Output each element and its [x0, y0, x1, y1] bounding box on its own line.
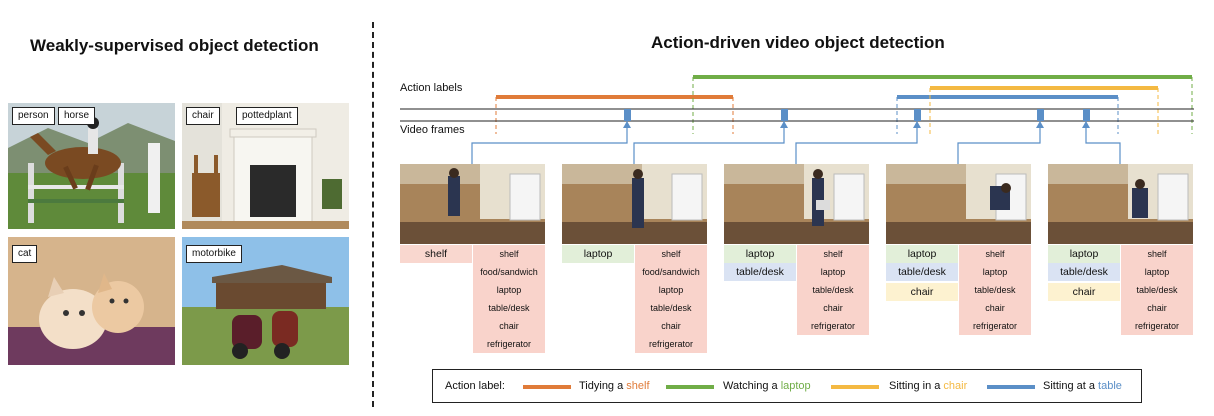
object-item: refrigerator [648, 339, 693, 349]
legend-item-tidying-shelf: Tidying a shelf [579, 380, 650, 392]
legend-object: table [1098, 380, 1122, 392]
right-panel-title: Action-driven video object detection [651, 33, 945, 52]
object-item: chair [661, 321, 681, 331]
label-motorbike: motorbike [186, 245, 242, 263]
frame-5-action-tag-chair: chair [1048, 283, 1120, 301]
frame-marker [1037, 109, 1044, 121]
frame-2-object-list: shelf food/sandwich laptop table/desk ch… [635, 245, 707, 353]
object-item: refrigerator [972, 321, 1017, 331]
frame-3-action-tag-table: table/desk [724, 263, 796, 281]
object-item: refrigerator [486, 339, 531, 349]
object-item: shelf [985, 249, 1005, 259]
object-item: shelf [499, 249, 519, 259]
legend-item-sitting-table: Sitting at a table [1043, 380, 1122, 392]
frame-2-action-tag-laptop: laptop [562, 245, 634, 263]
object-item: laptop [1144, 267, 1170, 277]
panel-divider [372, 22, 374, 407]
action-legend: Action label: Tidying a shelf Watching a… [432, 369, 1142, 403]
object-item: chair [985, 303, 1005, 313]
object-item: shelf [661, 249, 681, 259]
legend-text: Sitting at a [1043, 380, 1099, 392]
legend-swatch-shelf [523, 385, 571, 389]
legend-item-watching-laptop: Watching a laptop [723, 380, 811, 392]
legend-heading: Action label: [445, 380, 505, 392]
kittens-scene [8, 237, 175, 365]
frame-1-action-tag-shelf: shelf [400, 245, 472, 263]
object-item: refrigerator [1134, 321, 1179, 331]
legend-swatch-chair [831, 385, 879, 389]
photo-person-horse: person horse [8, 103, 175, 229]
legend-item-sitting-chair: Sitting in a chair [889, 380, 967, 392]
photo-chair-pottedplant: chair pottedplant [182, 103, 349, 229]
photo-motorbike: motorbike [182, 237, 349, 365]
object-item: laptop [820, 267, 846, 277]
frame-4-action-tag-table: table/desk [886, 263, 958, 281]
label-horse: horse [58, 107, 96, 125]
object-item: chair [1147, 303, 1167, 313]
frame-4-action-tag-laptop: laptop [886, 245, 958, 263]
label-pottedplant: pottedplant [236, 107, 298, 125]
legend-object: shelf [626, 380, 650, 392]
legend-text: Sitting in a [889, 380, 944, 392]
video-frame-5 [1048, 164, 1193, 244]
object-item: table/desk [974, 285, 1016, 295]
legend-object: laptop [780, 380, 811, 392]
object-item: laptop [658, 285, 684, 295]
frame-4-action-tag-chair: chair [886, 283, 958, 301]
object-item: laptop [982, 267, 1008, 277]
object-item: shelf [1147, 249, 1167, 259]
photo-cat: cat [8, 237, 175, 365]
frame-connector [957, 121, 1041, 164]
object-item: table/desk [1136, 285, 1178, 295]
kitchen-frame-image [400, 164, 545, 244]
frame-marker [624, 109, 631, 121]
object-item: food/sandwich [480, 267, 538, 277]
object-item: refrigerator [810, 321, 855, 331]
frame-connector [471, 121, 628, 164]
legend-text: Watching a [723, 380, 781, 392]
kitchen-frame-image [724, 164, 869, 244]
label-person: person [12, 107, 55, 125]
kitchen-frame-image [1048, 164, 1193, 244]
object-item: laptop [496, 285, 522, 295]
frame-3-object-list: shelf laptop table/desk chair refrigerat… [797, 245, 869, 335]
horse-jump-scene [8, 103, 175, 229]
frame-connector [1085, 121, 1121, 164]
frame-marker [914, 109, 921, 121]
object-item: chair [499, 321, 519, 331]
object-item: table/desk [812, 285, 854, 295]
video-frame-2 [562, 164, 707, 244]
frame-5-action-tag-table: table/desk [1048, 263, 1120, 281]
frame-5-action-tag-laptop: laptop [1048, 245, 1120, 263]
label-chair: chair [186, 107, 220, 125]
legend-object: chair [943, 380, 968, 392]
kitchen-frame-image [886, 164, 1031, 244]
video-frame-3 [724, 164, 869, 244]
object-item: table/desk [488, 303, 530, 313]
video-frames-row-label: Video frames [400, 124, 465, 136]
kitchen-frame-image [562, 164, 707, 244]
object-item: shelf [823, 249, 843, 259]
left-panel-title: Weakly-supervised object detection [30, 36, 319, 55]
frame-connector [633, 121, 785, 164]
label-cat: cat [12, 245, 38, 263]
frame-connector [795, 121, 918, 164]
frame-1-object-list: shelf food/sandwich laptop table/desk ch… [473, 245, 545, 353]
object-item: food/sandwich [642, 267, 700, 277]
frame-4-object-list: shelf laptop table/desk chair refrigerat… [959, 245, 1031, 335]
frame-marker [781, 109, 788, 121]
object-item: chair [823, 303, 843, 313]
legend-swatch-table [987, 385, 1035, 389]
video-frame-4 [886, 164, 1031, 244]
frame-5-object-list: shelf laptop table/desk chair refrigerat… [1121, 245, 1193, 335]
frame-marker [1083, 109, 1090, 121]
action-labels-row-label: Action labels [400, 82, 463, 94]
legend-text: Tidying a [579, 380, 627, 392]
legend-swatch-laptop [666, 385, 714, 389]
video-frame-1 [400, 164, 545, 244]
object-item: table/desk [650, 303, 692, 313]
frame-3-action-tag-laptop: laptop [724, 245, 796, 263]
